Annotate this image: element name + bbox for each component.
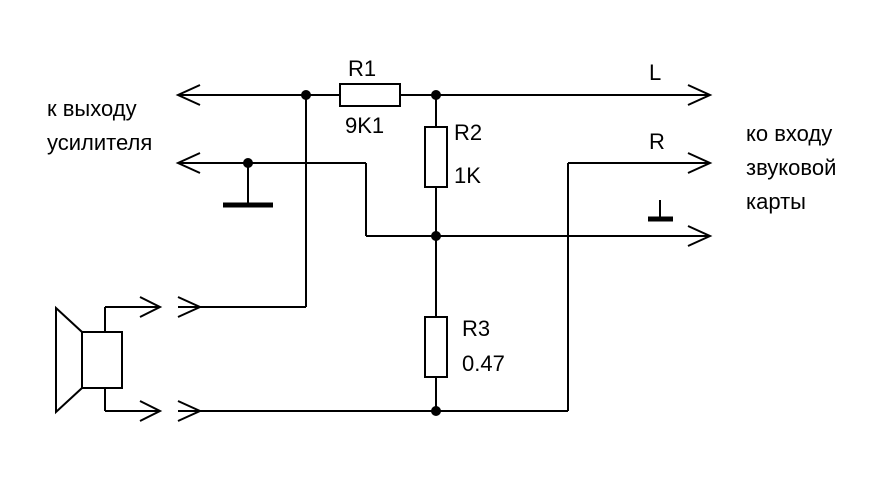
output-label-l: L (649, 60, 661, 85)
r2-name: R2 (454, 120, 482, 145)
junction-dot (301, 90, 311, 100)
soundcard-label-line1: ко входу (746, 121, 833, 146)
r3-value: 0.47 (462, 351, 505, 376)
amplifier-label-line2: усилителя (47, 130, 153, 155)
r1-name: R1 (348, 56, 376, 81)
speaker-wires (178, 95, 710, 412)
junction-dot (431, 406, 441, 416)
resistor-r1 (339, 83, 401, 107)
r3-name: R3 (462, 316, 490, 341)
input-arrow-top (175, 84, 201, 106)
soundcard-label-line2: звуковой (746, 155, 837, 180)
ground-wire (178, 162, 710, 237)
soundcard-label: ко входу звуковой карты (746, 117, 836, 219)
output-arrow-ground (687, 225, 713, 247)
input-arrow-ground (175, 152, 201, 174)
speaker-icon (55, 296, 163, 422)
resistor-r2 (424, 126, 448, 188)
r2-value: 1K (454, 163, 481, 188)
resistor-r3 (424, 316, 448, 378)
junction-dot (431, 231, 441, 241)
output-label-r: R (649, 129, 665, 154)
amplifier-label-line1: к выходу (47, 96, 137, 121)
junction-dot (431, 90, 441, 100)
output-arrow-l (687, 84, 713, 106)
connector-chevron-bottom (177, 400, 203, 422)
soundcard-label-line3: карты (746, 189, 806, 214)
junction-dot (243, 158, 253, 168)
connector-chevron-top (177, 296, 203, 318)
output-arrow-r (687, 152, 713, 174)
amplifier-label: к выходу усилителя (47, 92, 152, 160)
ground-symbol-right (648, 200, 673, 222)
r1-value: 9K1 (345, 113, 384, 138)
